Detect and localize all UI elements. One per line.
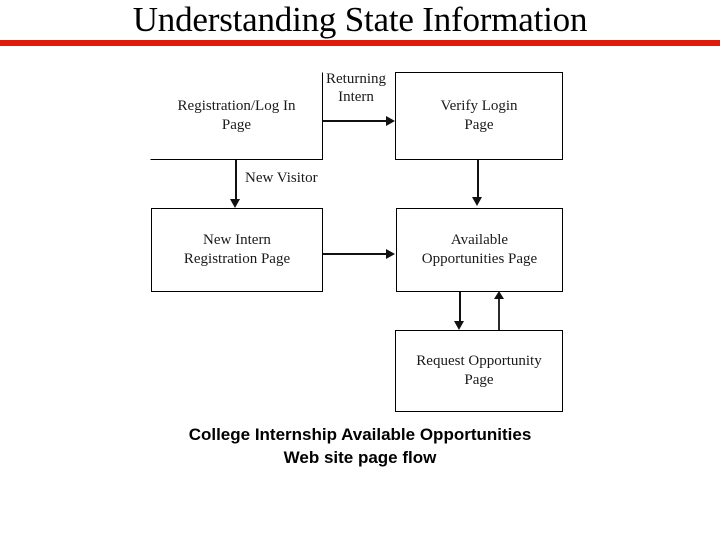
node-verify-login-page[interactable]: Verify Login Page: [395, 72, 563, 160]
node-registration-login-page[interactable]: Registration/Log In Page: [150, 72, 323, 160]
node-request-opportunity-page[interactable]: Request Opportunity Page: [395, 330, 563, 412]
title-divider: [0, 40, 720, 46]
node-label: Request Opportunity Page: [416, 353, 542, 388]
edge-registration-to-verify-login: [323, 120, 387, 122]
arrowhead-down-icon: [454, 321, 464, 330]
node-label: Available Opportunities Page: [421, 232, 538, 267]
caption-line-1: College Internship Available Opportuniti…: [188, 425, 532, 444]
edge-available-opportunities-to-request-opportunity: [459, 292, 461, 324]
page-title: Understanding State Information: [132, 0, 588, 39]
node-new-intern-registration-page[interactable]: New Intern Registration Page: [151, 208, 323, 292]
edge-label-new-visitor: New Visitor: [245, 170, 318, 186]
node-label: New Intern Registration Page: [183, 232, 291, 267]
arrowhead-down-icon: [472, 197, 482, 206]
node-label: Verify Login Page: [440, 98, 518, 133]
edge-request-opportunity-to-available-opportunities: [498, 295, 500, 330]
node-available-opportunities-page[interactable]: Available Opportunities Page: [396, 208, 563, 292]
arrowhead-down-icon: [230, 199, 240, 208]
arrowhead-right-icon: [386, 249, 395, 259]
node-label: Registration/Log In Page: [177, 98, 296, 133]
caption-line-2: Web site page flow: [283, 447, 437, 467]
edge-verify-login-to-available-opportunities: [477, 160, 479, 200]
page-flow-diagram: Registration/Log In Page Verify Login Pa…: [0, 46, 720, 426]
diagram-caption: College Internship Available Opportuniti…: [0, 424, 720, 470]
edge-new-intern-to-available-opportunities: [323, 253, 387, 255]
edge-registration-to-new-intern: [235, 160, 237, 204]
arrowhead-right-icon: [386, 116, 395, 126]
arrowhead-up-icon: [494, 291, 504, 299]
edge-label-returning-intern: Returning Intern: [326, 71, 386, 105]
